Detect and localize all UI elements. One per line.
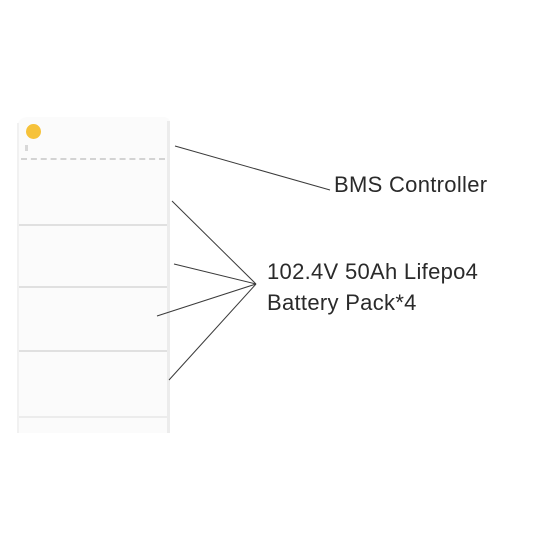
bms-leader-line [174,145,331,191]
bms-controller-seam [21,158,165,160]
pack-leader-line-1 [171,200,257,285]
stack-left-edge [17,123,19,433]
battery-stack [17,117,170,433]
battery-module-seam-4 [19,416,167,418]
stack-right-edge [167,121,170,433]
battery-module-seam-3 [19,350,167,352]
power-indicator-led [26,124,41,139]
battery-pack-label: 102.4V 50Ah Lifepo4 Battery Pack*4 [267,256,478,318]
battery-pack-spec-line: 102.4V 50Ah Lifepo4 [267,259,479,284]
battery-module-seam-2 [19,286,167,288]
pack-leader-line-2 [173,263,257,285]
pack-leader-line-3 [156,283,257,317]
mount-bracket [25,145,28,151]
battery-module-seam-1 [19,224,167,226]
battery-pack-count-line: Battery Pack*4 [267,290,417,315]
pack-leader-line-4 [168,283,257,381]
bms-controller-label: BMS Controller [334,172,488,197]
